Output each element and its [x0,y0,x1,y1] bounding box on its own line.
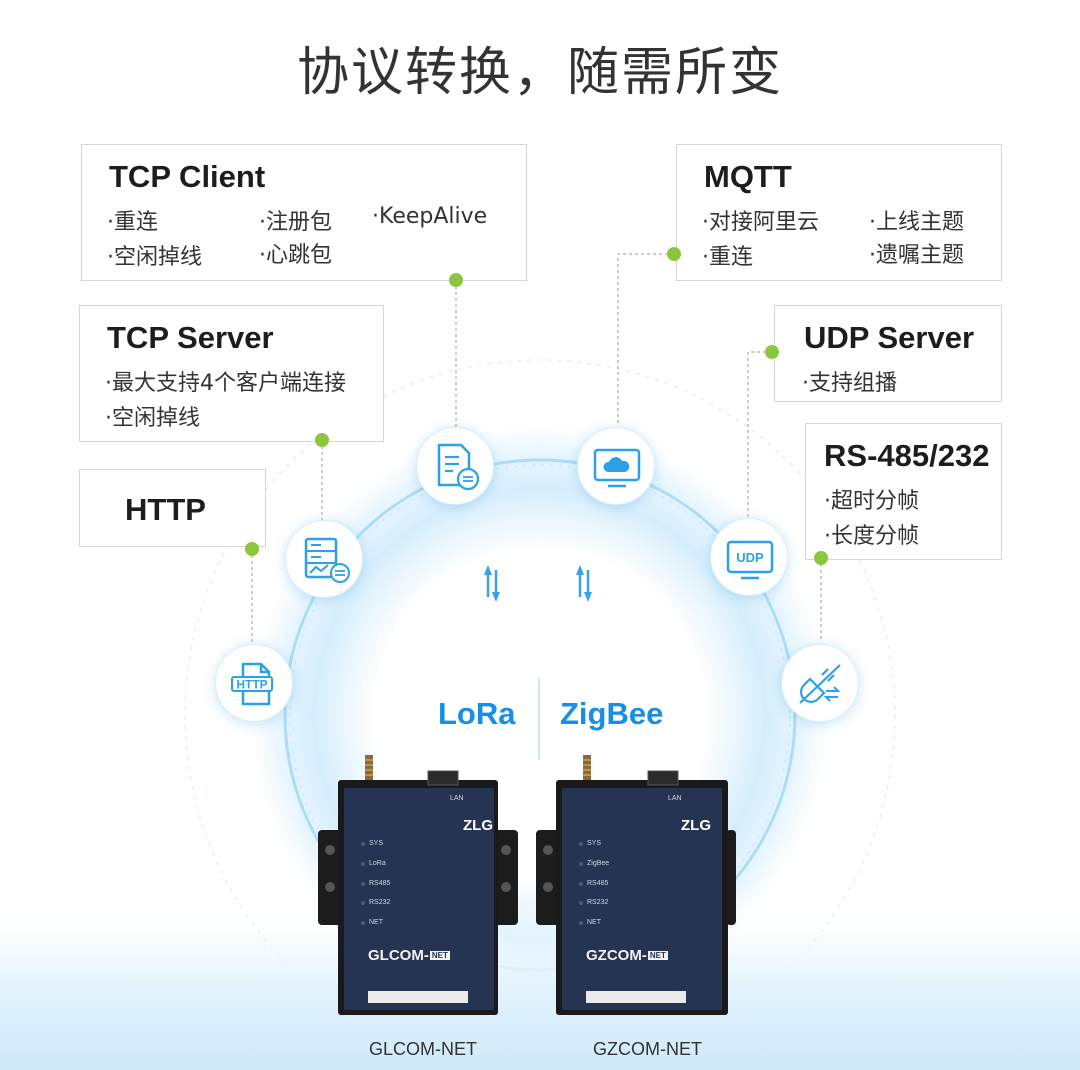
device-model-name: GLCOM-NET [368,945,450,964]
device-model-main: GLCOM- [368,947,429,964]
tcp-server-card: TCP Server ·最大支持4个客户端连接 ·空闲掉线 [79,305,384,442]
rs485-item: ·超时分帧 [824,489,919,514]
zigbee-label: ZigBee [560,696,664,731]
rs485-card: RS-485/232 ·超时分帧 ·长度分帧 [805,423,1002,560]
udp-server-title: UDP Server [804,320,975,355]
server-icon [285,520,363,598]
device-model-name: GZCOM-NET [586,945,668,964]
glcom-net-label: GLCOM-NET [369,1039,477,1059]
rs485-connector-dot [814,551,828,565]
device-led-label: NET [587,919,601,926]
udp-server-connector-dot [765,345,779,359]
device-led-label: ZigBee [587,860,610,867]
device-brand-logo: ZLG [463,817,493,834]
mqtt-connector-dot [667,247,681,261]
device-led-label: NET [369,919,383,926]
lora-label: LoRa [438,696,516,731]
tcp-server-item: ·最大支持4个客户端连接 [105,371,346,396]
serial-plug-icon [781,644,859,722]
tcp-server-item: ·空闲掉线 [105,406,200,431]
tcp-client-item: ·注册包 [259,210,332,235]
mqtt-title: MQTT [704,159,792,194]
mqtt-item: ·上线主题 [869,210,964,235]
tcp-client-item: ·空闲掉线 [107,245,202,270]
gzcom-net-device: LAN ZLG SYS ZigBee RS485 RS232 NET GZCOM… [536,755,736,1015]
mqtt-item: ·对接阿里云 [702,210,819,235]
device-led-label: SYS [369,840,384,847]
mqtt-card: MQTT ·对接阿里云 ·上线主题 ·重连 ·遗嘱主题 [676,144,1002,281]
tcp-client-card: TCP Client ·重连 ·注册包 ·KeepAlive ·空闲掉线 ·心跳… [81,144,527,281]
tcp-client-item: ·KeepAlive [372,204,488,229]
device-led-label: RS485 [369,880,391,887]
device-model-badge: NET [429,951,450,960]
device-led-label: SYS [587,840,602,847]
tcp-client-title: TCP Client [109,159,266,194]
tcp-client-connector-dot [449,273,463,287]
svg-text:UDP: UDP [736,550,764,565]
device-led-label: RS232 [587,899,609,906]
http-title: HTTP [125,492,206,527]
mqtt-item: ·遗嘱主题 [869,243,964,268]
glcom-net-device: LAN ZLG SYS LoRa RS485 RS232 NET GLCOM-N… [318,755,518,1015]
tcp-server-title: TCP Server [107,320,274,355]
document-exchange-icon [416,427,494,505]
rs485-title: RS-485/232 [824,438,990,473]
device-led-label: LoRa [369,860,386,867]
device-model-badge: NET [647,951,668,960]
tcp-server-connector-dot [315,433,329,447]
mqtt-item: ·重连 [702,245,753,270]
device-lan-label: LAN [668,795,682,802]
device-brand-logo: ZLG [681,817,711,834]
device-lan-label: LAN [450,795,464,802]
cloud-monitor-icon [577,427,655,505]
gzcom-net-label: GZCOM-NET [593,1039,702,1059]
http-connector-dot [245,542,259,556]
udp-server-item: ·支持组播 [802,371,897,396]
rs485-item: ·长度分帧 [824,524,919,549]
page-title: 协议转换，随需所变 [296,43,783,103]
udp-monitor-icon: UDP [710,518,788,596]
http-file-icon: HTTP [215,644,293,722]
udp-server-card: UDP Server ·支持组播 [774,305,1002,402]
tcp-client-item: ·心跳包 [259,243,332,268]
tcp-client-item: ·重连 [107,210,158,235]
svg-text:HTTP: HTTP [236,678,267,692]
device-model-main: GZCOM- [586,947,647,964]
http-card: HTTP [79,469,266,547]
device-led-label: RS232 [369,899,391,906]
device-led-label: RS485 [587,880,609,887]
